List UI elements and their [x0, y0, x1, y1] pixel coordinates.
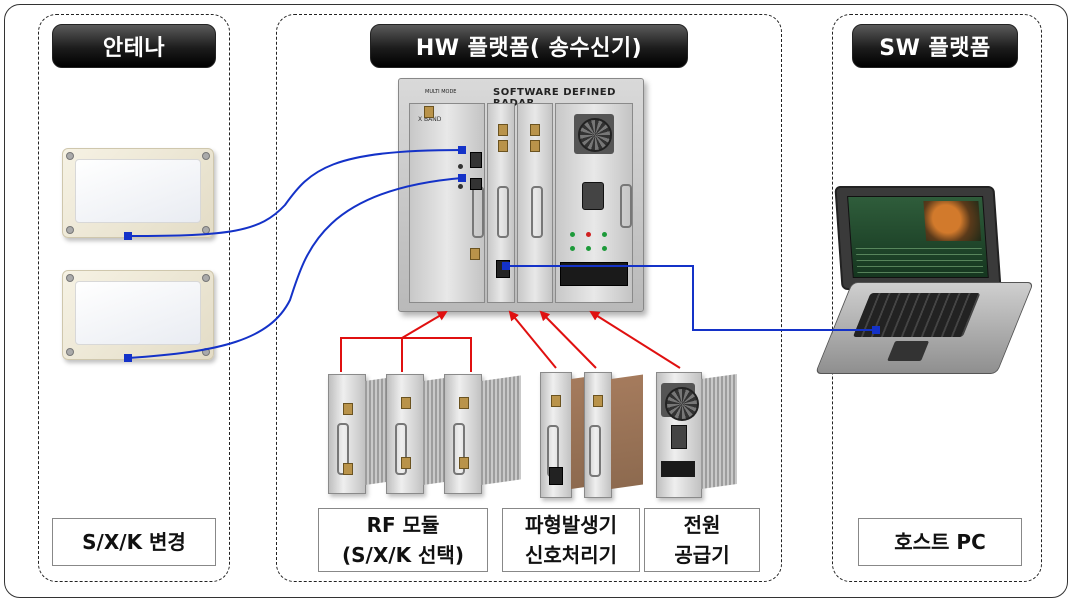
host-pc-box: 호스트 PC: [858, 518, 1022, 566]
chassis-slot-rf: X BAND: [409, 103, 485, 303]
chassis-slot-power: [555, 103, 633, 303]
rf-module-1-image: [328, 374, 405, 494]
rf-module-box: RF 모듈 (S/X/K 선택): [318, 508, 488, 572]
cable-end-3: [458, 146, 466, 154]
cable-end-5: [502, 262, 510, 270]
cable-end-1: [124, 232, 132, 240]
cable-end-2: [124, 354, 132, 362]
hw-title: HW 플랫폼( 송수신기): [370, 24, 688, 68]
host-pc-label: 호스트 PC: [894, 530, 986, 554]
sw-title: SW 플랫폼: [852, 24, 1018, 68]
rf-module-3-image: [444, 374, 521, 494]
arrow-rf-bracket: [340, 337, 472, 372]
arrow-power: [589, 310, 681, 369]
antenna-footer-label: S/X/K 변경: [82, 530, 186, 554]
chassis-slot-signal: [517, 103, 553, 303]
cable-end-4: [458, 174, 466, 182]
rf-module-label-1: RF 모듈: [366, 513, 440, 537]
slot-band-label: X BAND: [418, 116, 442, 123]
arrow-rf: [401, 310, 448, 339]
waveform-label-1: 파형발생기: [525, 513, 617, 537]
cable-antenna-top: [127, 149, 463, 237]
waveform-module-image: [540, 372, 611, 498]
sdr-chassis: MULTI MODE SOFTWARE DEFINED RADAR X BAND: [398, 78, 644, 312]
cable-end-6: [872, 326, 880, 334]
cable-antenna-bottom: [127, 177, 463, 359]
power-supply-image: [656, 372, 737, 498]
arrow-waveform: [508, 310, 557, 369]
chassis-slot-waveform: [487, 103, 515, 303]
chassis-brand: MULTI MODE: [425, 89, 457, 95]
antenna-bottom-image: [62, 270, 214, 360]
waveform-box: 파형발생기 신호처리기: [502, 508, 640, 572]
antenna-title: 안테나: [52, 24, 216, 68]
signal-processor-module-image: [584, 372, 643, 498]
antenna-top-image: [62, 148, 214, 238]
power-label-2: 공급기: [674, 543, 730, 567]
power-label-1: 전원: [683, 513, 721, 537]
antenna-footer-box: S/X/K 변경: [52, 518, 216, 566]
sw-panel: [832, 14, 1042, 582]
waveform-label-2: 신호처리기: [525, 543, 617, 567]
rf-module-2-image: [386, 374, 463, 494]
antenna-panel: [38, 14, 230, 582]
arrow-signal: [539, 310, 597, 369]
power-box: 전원 공급기: [644, 508, 760, 572]
cable-host-pc: [506, 265, 876, 331]
rf-module-label-2: (S/X/K 선택): [342, 543, 464, 567]
hw-panel: [276, 14, 782, 582]
